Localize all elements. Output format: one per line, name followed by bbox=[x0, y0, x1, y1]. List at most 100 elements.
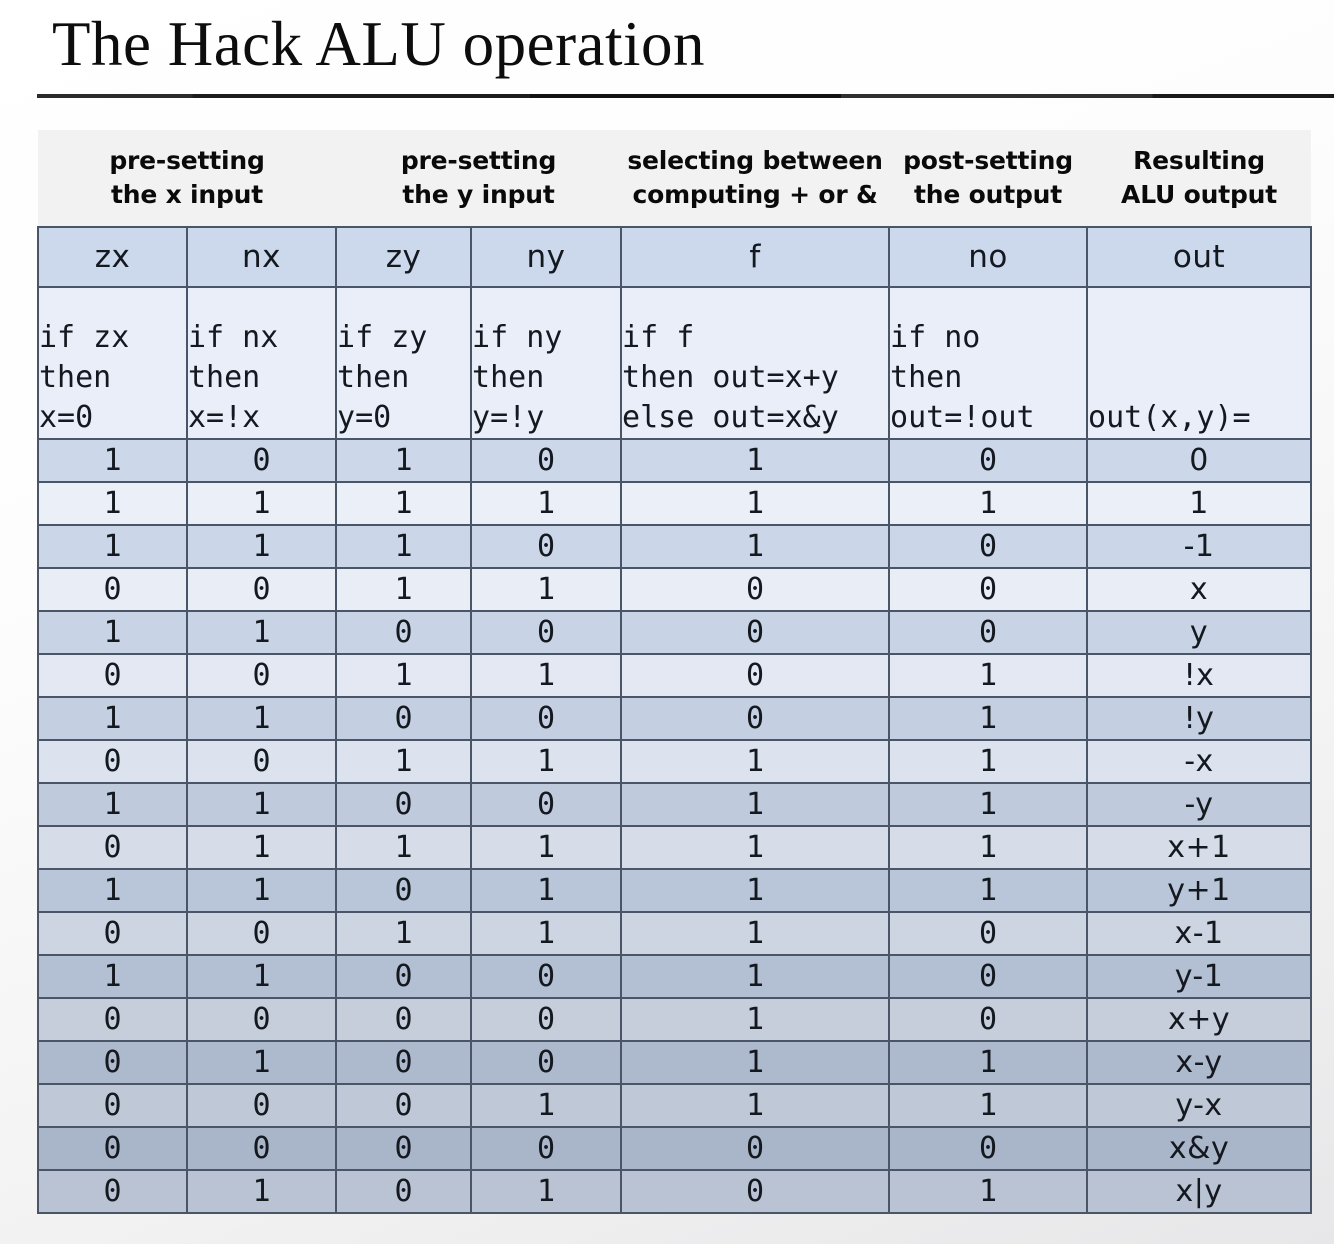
cell-f: 0 bbox=[620, 1126, 891, 1171]
cell-out: -x bbox=[1086, 739, 1313, 784]
cell-nx: 1 bbox=[185, 610, 338, 655]
cell-no: 1 bbox=[888, 696, 1089, 741]
cell-ny: 0 bbox=[470, 997, 623, 1042]
cell-nx: 1 bbox=[185, 868, 338, 913]
cell-f: 1 bbox=[620, 825, 891, 870]
cell-f: 0 bbox=[620, 696, 891, 741]
cell-f: 1 bbox=[620, 739, 891, 784]
cell-zx: 0 bbox=[37, 911, 188, 956]
cell-f: 1 bbox=[620, 911, 891, 956]
cell-zy: 1 bbox=[335, 911, 473, 956]
cell-nx: 1 bbox=[185, 481, 338, 526]
cell-no: 1 bbox=[888, 782, 1089, 827]
cell-no: 1 bbox=[888, 481, 1089, 526]
cell-f: 0 bbox=[620, 653, 891, 698]
cell-nx: 1 bbox=[185, 696, 338, 741]
cell-zx: 1 bbox=[37, 438, 188, 483]
cell-ny: 0 bbox=[470, 610, 623, 655]
cell-out: x bbox=[1086, 567, 1313, 612]
cell-out: x|y bbox=[1086, 1169, 1313, 1214]
page-title: The Hack ALU operation bbox=[52, 9, 706, 79]
cell-f: 1 bbox=[620, 1040, 891, 1085]
cell-no: 1 bbox=[888, 1083, 1089, 1128]
cell-zx: 0 bbox=[37, 1126, 188, 1171]
signal-header-zy: zy bbox=[335, 226, 473, 288]
cell-no: 1 bbox=[888, 1040, 1089, 1085]
cell-f: 0 bbox=[620, 1169, 891, 1214]
title-underline-rule bbox=[37, 94, 1334, 98]
cell-nx: 0 bbox=[185, 739, 338, 784]
cell-ny: 1 bbox=[470, 825, 623, 870]
cell-out: x-1 bbox=[1086, 911, 1313, 956]
cell-zx: 1 bbox=[37, 954, 188, 999]
cell-f: 1 bbox=[620, 481, 891, 526]
cell-zx: 0 bbox=[37, 1169, 188, 1214]
signal-header-zx: zx bbox=[37, 226, 188, 288]
cell-zy: 0 bbox=[335, 782, 473, 827]
cell-zy: 1 bbox=[335, 438, 473, 483]
cell-ny: 1 bbox=[470, 868, 623, 913]
cell-ny: 1 bbox=[470, 481, 623, 526]
cell-zy: 0 bbox=[335, 1126, 473, 1171]
cell-out: y-x bbox=[1086, 1083, 1313, 1128]
cell-nx: 0 bbox=[185, 1126, 338, 1171]
cell-out: 1 bbox=[1086, 481, 1313, 526]
cell-ny: 1 bbox=[470, 1169, 623, 1214]
cell-nx: 1 bbox=[185, 524, 338, 569]
signal-header-ny: ny bbox=[470, 226, 623, 288]
cell-nx: 1 bbox=[185, 954, 338, 999]
cell-zx: 0 bbox=[37, 1040, 188, 1085]
cell-nx: 0 bbox=[185, 911, 338, 956]
cell-zy: 0 bbox=[335, 997, 473, 1042]
cell-no: 0 bbox=[888, 997, 1089, 1042]
signal-header-no: no bbox=[888, 226, 1089, 288]
cell-zy: 0 bbox=[335, 1083, 473, 1128]
description-cell-out: out(x,y)= bbox=[1086, 286, 1313, 440]
cell-f: 1 bbox=[620, 1083, 891, 1128]
cell-nx: 0 bbox=[185, 438, 338, 483]
cell-nx: 0 bbox=[185, 1083, 338, 1128]
cell-zy: 0 bbox=[335, 696, 473, 741]
cell-zx: 1 bbox=[37, 610, 188, 655]
cell-zx: 0 bbox=[37, 825, 188, 870]
signal-header-nx: nx bbox=[185, 226, 338, 288]
cell-zx: 1 bbox=[37, 481, 188, 526]
cell-no: 0 bbox=[888, 438, 1089, 483]
cell-ny: 1 bbox=[470, 1083, 623, 1128]
cell-nx: 0 bbox=[185, 567, 338, 612]
cell-ny: 0 bbox=[470, 1040, 623, 1085]
cell-zx: 1 bbox=[37, 696, 188, 741]
cell-f: 0 bbox=[620, 610, 891, 655]
cell-f: 1 bbox=[620, 524, 891, 569]
cell-zx: 0 bbox=[37, 1083, 188, 1128]
cell-zy: 0 bbox=[335, 1040, 473, 1085]
cell-out: -1 bbox=[1086, 524, 1313, 569]
cell-no: 0 bbox=[888, 610, 1089, 655]
cell-no: 1 bbox=[888, 868, 1089, 913]
description-cell-nx: if nx then x=!x bbox=[185, 286, 338, 440]
cell-ny: 1 bbox=[470, 739, 623, 784]
cell-out: x&y bbox=[1086, 1126, 1313, 1171]
cell-ny: 1 bbox=[470, 653, 623, 698]
cell-out: x+y bbox=[1086, 997, 1313, 1042]
cell-out: x+1 bbox=[1086, 825, 1313, 870]
cell-zx: 0 bbox=[37, 653, 188, 698]
